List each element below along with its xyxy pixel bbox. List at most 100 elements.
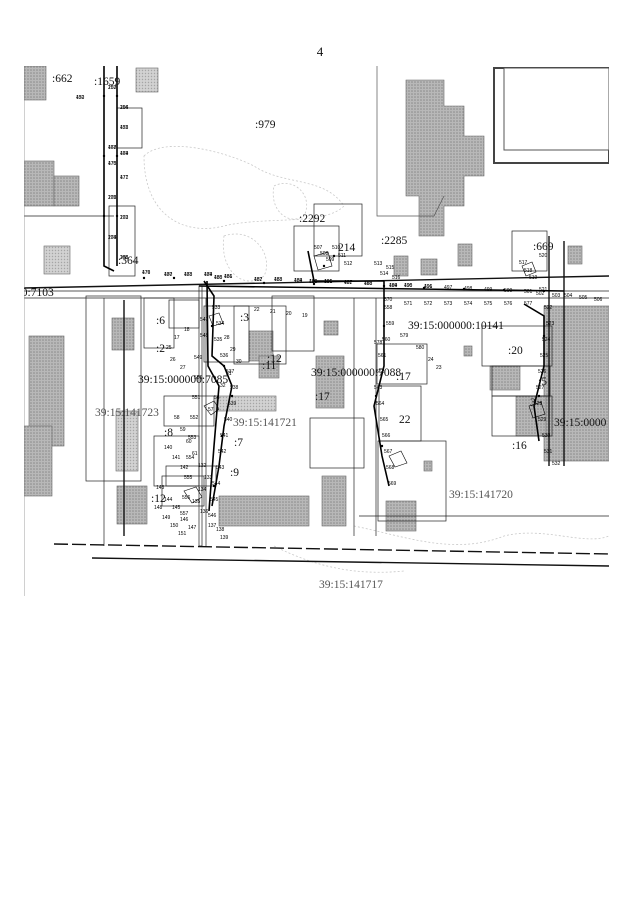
- point-number: 507: [314, 245, 323, 251]
- point-number: 509: [326, 257, 335, 263]
- cadastral-number: 39:15:0000: [554, 417, 607, 429]
- point-number: 573: [444, 301, 453, 307]
- point-number: 523: [546, 321, 555, 327]
- lot-label: :20: [508, 345, 523, 357]
- point-number: 514: [380, 271, 389, 277]
- point-number: 58: [174, 415, 180, 421]
- point-number: 170: [108, 161, 117, 167]
- survey-points: [102, 94, 546, 488]
- point-number: 135: [192, 499, 201, 505]
- point-number: 182: [254, 277, 263, 283]
- point-number: 545: [210, 497, 219, 503]
- point-number: 25: [166, 345, 172, 351]
- point-number: 512: [344, 261, 353, 267]
- point-number: 178: [184, 272, 193, 278]
- point-number: 490: [309, 279, 318, 285]
- point-number: 205: [108, 195, 117, 201]
- point-number: 568: [386, 465, 395, 471]
- point-number: 503: [552, 293, 561, 299]
- cadastral-number: 39:15:141720: [449, 489, 513, 501]
- point-number: 179: [204, 272, 213, 278]
- point-number: 480: [164, 272, 173, 278]
- point-number: 504: [564, 293, 573, 299]
- point-number: 184: [294, 278, 303, 284]
- lot-label: :2285: [381, 235, 408, 247]
- lot-label: :3: [240, 312, 249, 324]
- detail-clusters: [183, 251, 546, 504]
- point-number: 484: [204, 272, 213, 278]
- point-number: 532: [552, 461, 561, 467]
- point-number: 59: [180, 427, 186, 433]
- lot-label: 214: [338, 242, 356, 254]
- point-number: 566: [382, 433, 391, 439]
- point-number: 172: [108, 195, 117, 201]
- cadastral-number: 39:15:000000:7085: [138, 374, 229, 386]
- lot-label: :9: [230, 467, 239, 479]
- point-number: 208: [120, 255, 129, 261]
- point-number: 501: [524, 289, 533, 295]
- point-number: 191: [424, 284, 433, 290]
- lot-label: 00:7103: [24, 287, 54, 299]
- point-number: 137: [208, 523, 217, 529]
- point-number: 151: [178, 531, 187, 537]
- point-number: 578: [374, 340, 383, 346]
- point-number: 147: [188, 525, 197, 531]
- point-number: 26: [170, 357, 176, 363]
- point-number: 575: [484, 301, 493, 307]
- point-number: 548: [200, 333, 209, 339]
- point-number: 506: [594, 297, 603, 303]
- point-number: 569: [388, 481, 397, 487]
- point-number: 522: [544, 305, 553, 311]
- road-lines: [24, 236, 609, 567]
- point-number: 557: [180, 511, 189, 517]
- point-number: 550: [194, 375, 203, 381]
- lot-label: :1659: [94, 76, 121, 88]
- point-number: 188: [364, 281, 373, 287]
- point-number: 154: [120, 105, 129, 111]
- point-number: 30: [236, 359, 242, 365]
- lot-label: :11: [262, 360, 277, 372]
- point-number: 32: [220, 383, 226, 389]
- point-number: 558: [384, 305, 393, 311]
- point-number: 470: [76, 95, 85, 101]
- point-number: 535: [214, 337, 223, 343]
- point-number: 525: [540, 353, 549, 359]
- point-number: 171: [120, 175, 129, 181]
- point-number: 139: [220, 535, 229, 541]
- point-number: 577: [524, 301, 533, 307]
- point-number: 18: [184, 327, 190, 333]
- point-number: 475: [108, 161, 117, 167]
- lot-label: :2292: [299, 213, 326, 225]
- lot-label: :6: [156, 315, 165, 327]
- point-number: 175: [120, 255, 129, 261]
- point-number: 168: [108, 145, 117, 151]
- cadastral-map[interactable]: :662 :1659 :979 :2292 :2285 214 :669 :36…: [24, 66, 609, 596]
- point-number: 517: [519, 260, 528, 266]
- point-number: 483: [184, 272, 193, 278]
- cadastral-number: 39:15:000000:10141: [408, 320, 504, 332]
- lot-label: :12: [151, 493, 166, 505]
- point-number: 150: [170, 523, 179, 529]
- cadastral-number: 39:15:000000:7088: [311, 367, 402, 379]
- point-number: 567: [384, 449, 393, 455]
- lot-label: :12: [267, 353, 282, 365]
- point-number: 479: [142, 270, 151, 276]
- point-number: 511: [338, 253, 346, 259]
- point-number: 477: [108, 145, 117, 151]
- utility-route: [103, 66, 565, 512]
- cadastral-number: 39:15:141723: [95, 407, 159, 419]
- point-number: 142: [180, 465, 189, 471]
- point-number: 132: [198, 463, 207, 469]
- point-number: 541: [220, 433, 229, 439]
- lot-label: :979: [255, 119, 276, 131]
- point-number: 28: [224, 335, 230, 341]
- point-number: 489: [294, 278, 303, 284]
- point-number: 189: [389, 283, 398, 289]
- point-number: 176: [142, 270, 151, 276]
- point-number: 145: [172, 505, 181, 511]
- point-number: 534: [216, 321, 225, 327]
- point-number: 510: [332, 245, 341, 251]
- point-number: 487: [254, 277, 263, 283]
- lot-label: 22: [399, 414, 411, 426]
- point-number: 17: [174, 335, 180, 341]
